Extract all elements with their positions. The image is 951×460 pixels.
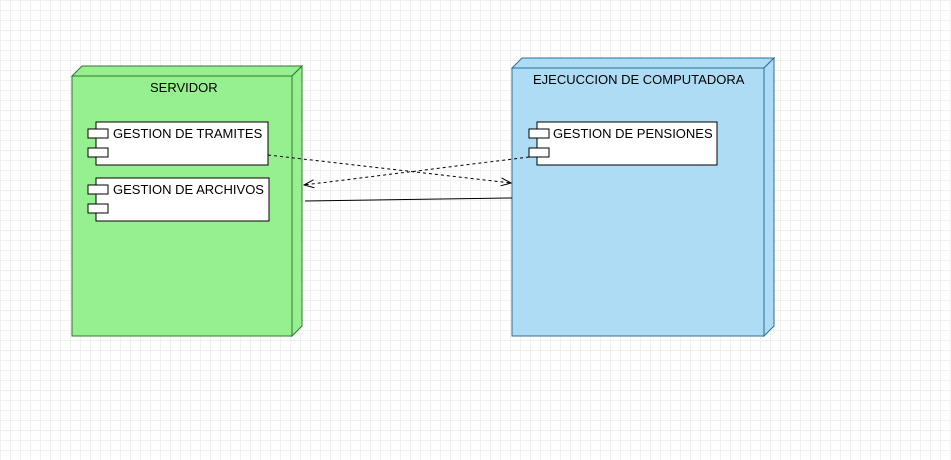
component-port-icon <box>87 147 109 158</box>
node-computadora[interactable] <box>510 56 776 338</box>
node-computadora-top-face <box>510 57 776 69</box>
component-gestion-archivos[interactable] <box>87 177 270 222</box>
component-port-icon <box>87 184 109 195</box>
component-box <box>536 121 718 166</box>
component-gestion-tramites[interactable] <box>87 121 269 166</box>
component-label-gestion-archivos: GESTION DE ARCHIVOS <box>113 182 264 197</box>
node-computadora-front-face <box>511 67 765 337</box>
edge-pensiones-to-servidor[interactable] <box>304 156 530 185</box>
component-port-icon <box>528 128 550 139</box>
component-box <box>95 121 269 166</box>
node-computadora-title: EJECUCCION DE COMPUTADORA <box>533 72 745 87</box>
node-servidor-top-face <box>70 65 304 77</box>
component-port-icon <box>87 128 109 139</box>
node-computadora-side-face <box>763 56 775 338</box>
node-servidor-title: SERVIDOR <box>150 80 218 95</box>
edge-tramites-to-computadora[interactable] <box>267 154 511 183</box>
component-label-gestion-tramites: GESTION DE TRAMITES <box>113 126 263 141</box>
component-label-gestion-pensiones: GESTION DE PENSIONES <box>553 126 713 141</box>
node-servidor-side-face <box>291 64 303 338</box>
component-port-icon <box>528 147 550 158</box>
component-box <box>95 177 270 222</box>
component-port-icon <box>87 203 109 214</box>
edge-servidor-computadora-link[interactable] <box>304 197 513 202</box>
component-gestion-pensiones[interactable] <box>528 121 718 166</box>
